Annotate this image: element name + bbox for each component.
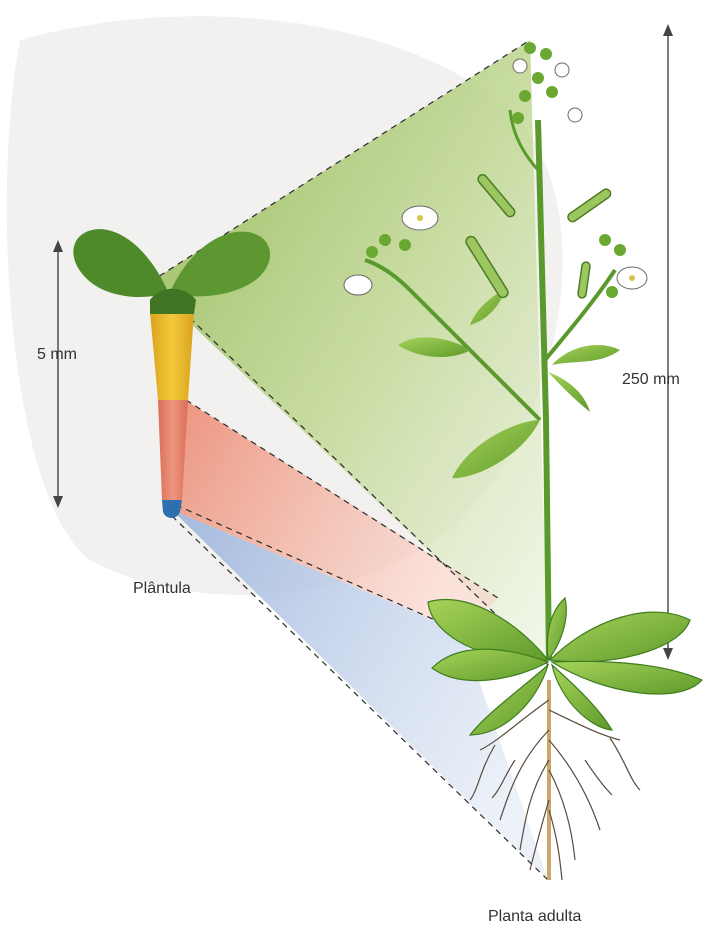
adult-plant-label: Planta adulta	[488, 908, 581, 926]
adult-height-label: 250 mm	[622, 371, 680, 389]
seedling-height-label: 5 mm	[37, 346, 77, 364]
seedling-label: Plântula	[133, 580, 191, 598]
